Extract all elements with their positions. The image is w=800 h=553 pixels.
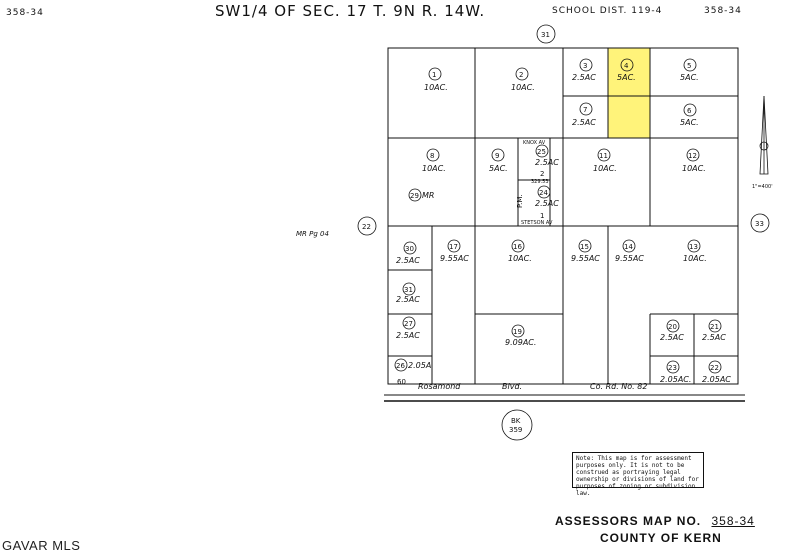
- parcel-area-23: 2.05AC.: [660, 375, 691, 384]
- parcel-num-29: 29: [410, 192, 419, 200]
- parcel-num-13: 13: [689, 243, 698, 251]
- parcel-num-25: 25: [537, 148, 546, 156]
- parcel-num-2: 2: [519, 71, 523, 79]
- parcel-area-20: 2.5AC: [660, 333, 684, 342]
- parcel-area-2: 10AC.: [511, 83, 535, 92]
- parcel-area-8: 10AC.: [422, 164, 446, 173]
- parcel-area-17: 9.55AC: [440, 254, 469, 263]
- parcel-num-3: 3: [583, 62, 587, 70]
- parcel-num-19: 19: [513, 328, 522, 336]
- parcel-area-16: 10AC.: [508, 254, 532, 263]
- school-district: SCHOOL DIST. 119-4: [552, 6, 663, 16]
- parcel-num-30: 30: [405, 245, 414, 253]
- parcel-num-20: 20: [668, 323, 677, 331]
- parcel-area-26: 2.05A: [408, 361, 431, 370]
- parcel-num-8: 8: [430, 152, 434, 160]
- pm-label: P.M.: [516, 194, 524, 208]
- parcel-num-9: 9: [495, 152, 499, 160]
- lot-2-label: 2: [540, 170, 544, 178]
- parcel-num-16: 16: [513, 243, 522, 251]
- parcel-area-4: 5AC.: [617, 73, 636, 82]
- stetson-av-label: STETSON AV: [521, 220, 553, 226]
- parcel-num-15: 15: [580, 243, 589, 251]
- parcel-num-4: 4: [624, 62, 629, 70]
- book-label: BK: [511, 417, 521, 425]
- scale-label: 1"=400': [752, 184, 773, 190]
- parcel-area-27: 2.5AC: [396, 331, 420, 340]
- parcel-labels: 1 10AC. 2 10AC. 3 2.5AC 4 5AC. 5 5AC. 6 …: [396, 62, 731, 384]
- lot-2-area: 329.53: [531, 179, 549, 185]
- map-number-left: 358-34: [6, 8, 44, 18]
- parcel-area-7: 2.5AC: [572, 118, 596, 127]
- parcel-area-22: 2.05AC: [702, 375, 731, 384]
- parcel-area-15: 9.55AC: [571, 254, 600, 263]
- north-arrow-icon: [759, 95, 769, 175]
- parcel-area-11: 10AC.: [593, 164, 617, 173]
- parcel-area-6: 5AC.: [680, 118, 699, 127]
- parcel-area-1: 10AC.: [424, 83, 448, 92]
- parcel-num-5: 5: [687, 62, 691, 70]
- disclaimer-note: Note: This map is for assessment purpose…: [572, 452, 704, 497]
- county-name: COUNTY OF KERN: [600, 531, 722, 545]
- parcel-num-23: 23: [668, 364, 677, 372]
- ref-33-label: 33: [755, 220, 764, 228]
- parcel-num-26: 26: [396, 362, 405, 370]
- parcel-area-31: 2.5AC: [396, 295, 420, 304]
- parcel-area-19: 9.09AC.: [505, 338, 536, 347]
- parcel-area-24: 2.5AC: [535, 199, 559, 208]
- parcel-area-14: 9.55AC: [615, 254, 644, 263]
- road-name-blvd: Blvd.: [502, 382, 522, 391]
- parcel-area-30: 2.5AC: [396, 256, 420, 265]
- mls-watermark: GAVAR MLS: [2, 538, 81, 553]
- section-title: SW1/4 OF SEC. 17 T. 9N R. 14W.: [215, 2, 486, 20]
- parcel-highlight: [608, 48, 650, 138]
- parcel-num-21: 21: [710, 323, 719, 331]
- parcel-num-22: 22: [710, 364, 719, 372]
- parcel-area-25: 2.5AC: [535, 158, 559, 167]
- road-width: 60: [397, 378, 406, 386]
- book-number: 359: [509, 426, 522, 434]
- parcel-area-12: 10AC.: [682, 164, 706, 173]
- parcel-num-1: 1: [432, 71, 436, 79]
- parcel-area-13: 10AC.: [683, 254, 707, 263]
- parcel-area-3: 2.5AC: [572, 73, 596, 82]
- parcel-area-9: 5AC.: [489, 164, 508, 173]
- parcel-area-29: MR: [422, 191, 434, 200]
- parcel-num-12: 12: [688, 152, 697, 160]
- parcel-num-27: 27: [404, 320, 413, 328]
- parcel-num-17: 17: [449, 243, 458, 251]
- mr-page-label: MR Pg 04: [296, 230, 329, 238]
- parcel-num-11: 11: [599, 152, 608, 160]
- parcel-num-31: 31: [404, 286, 413, 294]
- parcel-num-14: 14: [624, 243, 633, 251]
- lot-1-label: 1: [540, 212, 544, 220]
- parcel-num-7: 7: [583, 106, 587, 114]
- parcel-area-5: 5AC.: [680, 73, 699, 82]
- map-number-right: 358-34: [704, 6, 742, 16]
- parcel-num-24: 24: [539, 189, 548, 197]
- parcel-area-21: 2.5AC: [702, 333, 726, 342]
- road-name-co-rd: Co. Rd. No. 82: [590, 382, 647, 391]
- ref-31-label: 31: [541, 31, 550, 39]
- knox-av-label: KNOX AV: [523, 140, 546, 146]
- parcel-num-6: 6: [687, 107, 692, 115]
- road-name-rosamond: Rosamond: [418, 382, 461, 391]
- ref-22-label: 22: [362, 223, 371, 231]
- assessor-map-title: ASSESSORS MAP NO. 358-34: [555, 514, 755, 528]
